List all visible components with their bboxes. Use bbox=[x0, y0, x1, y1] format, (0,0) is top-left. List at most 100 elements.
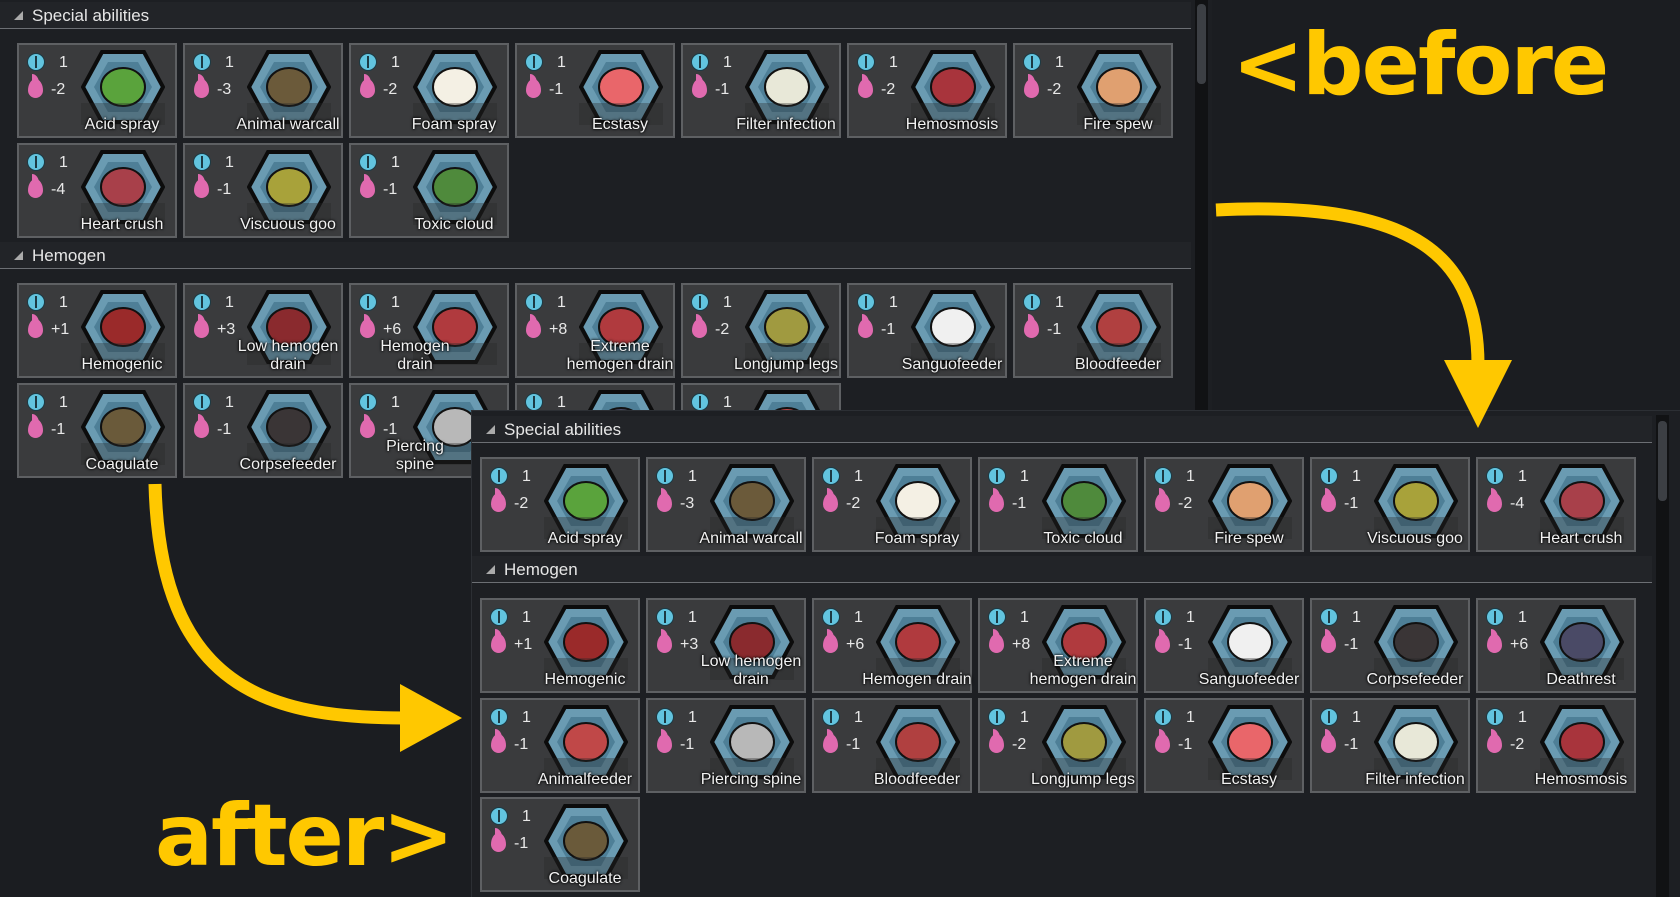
collapse-triangle-icon[interactable] bbox=[486, 425, 495, 434]
complexity-icon bbox=[988, 608, 1006, 626]
metabolism-value: -1 bbox=[383, 420, 398, 438]
gene-card-extreme-hemogen-drain[interactable]: 1+8 Extreme hemogen drain bbox=[515, 283, 675, 378]
gene-card-fire-spew[interactable]: 1-2 Fire spew bbox=[1144, 457, 1304, 552]
metabolism-flame-icon bbox=[1155, 629, 1170, 653]
section-header[interactable]: Special abilities bbox=[0, 2, 1191, 29]
metabolism-flame-icon bbox=[823, 488, 838, 512]
gene-card-corpsefeeder[interactable]: 1-1 Corpsefeeder bbox=[1310, 598, 1470, 693]
metabolism-value: +8 bbox=[1012, 636, 1031, 653]
gene-card-extreme-hemogen-drain[interactable]: 1+8 Extreme hemogen drain bbox=[978, 598, 1138, 693]
gene-card-hemogen-drain[interactable]: 1+6 Hemogen drain bbox=[349, 283, 509, 378]
section-header[interactable]: Special abilities bbox=[472, 416, 1652, 443]
complexity-value: 1 bbox=[59, 294, 68, 311]
arrow-after-pointer bbox=[148, 483, 406, 725]
section-title: Special abilities bbox=[32, 6, 150, 25]
complexity-icon bbox=[1154, 608, 1172, 626]
scrollbar[interactable] bbox=[1656, 415, 1669, 897]
metabolism-value: -1 bbox=[1344, 636, 1359, 653]
complexity-icon bbox=[822, 608, 840, 626]
section-header[interactable]: Hemogen bbox=[472, 556, 1652, 583]
extreme-hemogen-drain-icon bbox=[1042, 605, 1126, 680]
gene-card-hemosmosis[interactable]: 1-2 Hemosmosis bbox=[847, 43, 1007, 138]
scrollbar-thumb[interactable] bbox=[1197, 4, 1206, 84]
gene-card-longjump-legs[interactable]: 1-2 Longjump legs bbox=[978, 697, 1138, 793]
complexity-value: 1 bbox=[1518, 708, 1527, 726]
gene-card-ecstasy[interactable]: 1-1 Ecstasy bbox=[1144, 697, 1304, 793]
scrollbar-thumb[interactable] bbox=[1658, 421, 1667, 501]
complexity-icon bbox=[1023, 293, 1041, 311]
gene-label: Heart crush bbox=[80, 215, 164, 233]
gene-card-acid-spray[interactable]: 1-2 Acid spray bbox=[17, 43, 177, 138]
gene-card-hemogen-drain[interactable]: 1+6 Hemogen drain bbox=[812, 598, 972, 693]
complexity-icon bbox=[1486, 608, 1504, 626]
gene-card-low-hemogen-drain[interactable]: 1+3 Low hemogen drain bbox=[183, 283, 343, 378]
complexity-value: 1 bbox=[59, 54, 68, 71]
gene-card-toxic-cloud[interactable]: 1-1 Toxic cloud bbox=[978, 457, 1138, 552]
gene-card-filter-infection[interactable]: 1-1 Filter infection bbox=[681, 43, 841, 138]
gene-label: Low hemogen drain bbox=[700, 653, 802, 688]
complexity-icon bbox=[1320, 608, 1338, 626]
gene-label: Corpsefeeder bbox=[1366, 671, 1464, 688]
section-header[interactable]: Hemogen bbox=[0, 242, 1191, 269]
metabolism-value: -2 bbox=[1178, 495, 1193, 512]
fire-spew-icon bbox=[1077, 50, 1161, 125]
metabolism-flame-icon bbox=[28, 173, 43, 198]
complexity-value: 1 bbox=[225, 393, 234, 411]
gene-card-toxic-cloud[interactable]: 1-1 Toxic cloud bbox=[349, 142, 509, 238]
metabolism-flame-icon bbox=[491, 629, 506, 653]
gene-card-foam-spray[interactable]: 1-2 Foam spray bbox=[349, 43, 509, 138]
metabolism-flame-icon bbox=[360, 74, 375, 98]
sanguofeeder-icon bbox=[911, 290, 995, 365]
corpsefeeder-icon bbox=[1374, 605, 1458, 680]
scrollbar[interactable] bbox=[1195, 0, 1208, 470]
gene-card-corpsefeeder[interactable]: 1-1 Corpsefeeder bbox=[183, 382, 343, 478]
complexity-icon bbox=[27, 392, 45, 411]
gene-card-filter-infection[interactable]: 1-1 Filter infection bbox=[1310, 697, 1470, 793]
gene-card-coagulate[interactable]: 1-1 Coagulate bbox=[17, 382, 177, 478]
animal-warcall-icon bbox=[247, 50, 331, 125]
collapse-triangle-icon[interactable] bbox=[14, 251, 23, 260]
gene-card-coagulate[interactable]: 1-1 Coagulate bbox=[480, 797, 640, 892]
section-title: Hemogen bbox=[32, 246, 106, 265]
metabolism-value: -1 bbox=[514, 735, 529, 753]
acid-spray-icon bbox=[544, 464, 628, 539]
gene-card-ecstasy[interactable]: 1-1 Ecstasy bbox=[515, 43, 675, 138]
gene-card-foam-spray[interactable]: 1-2 Foam spray bbox=[812, 457, 972, 552]
metabolism-value: +6 bbox=[846, 636, 865, 653]
complexity-value: 1 bbox=[889, 54, 898, 71]
gene-label: Filter infection bbox=[736, 116, 836, 133]
gene-card-low-hemogen-drain[interactable]: 1+3 Low hemogen drain bbox=[646, 598, 806, 693]
metabolism-flame-icon bbox=[858, 314, 873, 338]
gene-card-acid-spray[interactable]: 1-2 Acid spray bbox=[480, 457, 640, 552]
gene-card-bloodfeeder[interactable]: 1-1 Bloodfeeder bbox=[812, 697, 972, 793]
gene-card-deathrest[interactable]: 1+6 Deathrest bbox=[1476, 598, 1636, 693]
collapse-triangle-icon[interactable] bbox=[486, 565, 495, 574]
complexity-icon bbox=[490, 707, 508, 726]
gene-label: Extreme hemogen drain bbox=[566, 338, 674, 373]
gene-card-hemosmosis[interactable]: 1-2 Hemosmosis bbox=[1476, 697, 1636, 793]
collapse-triangle-icon[interactable] bbox=[14, 11, 23, 20]
complexity-icon bbox=[525, 293, 543, 311]
gene-label: Hemosmosis bbox=[905, 116, 999, 133]
low-hemogen-drain-icon bbox=[247, 290, 331, 365]
gene-card-viscuous-goo[interactable]: 1-1 Viscuous goo bbox=[183, 142, 343, 238]
gene-card-heart-crush[interactable]: 1-4 Heart crush bbox=[1476, 457, 1636, 552]
gene-card-bloodfeeder[interactable]: 1-1 Bloodfeeder bbox=[1013, 283, 1173, 378]
complexity-value: 1 bbox=[225, 153, 234, 171]
hemogenic-icon bbox=[81, 290, 165, 365]
gene-card-piercing-spine[interactable]: 1-1 Piercing spine bbox=[646, 697, 806, 793]
gene-card-longjump-legs[interactable]: 1-2 Longjump legs bbox=[681, 283, 841, 378]
gene-card-hemogenic[interactable]: 1+1 Hemogenic bbox=[17, 283, 177, 378]
gene-card-hemogenic[interactable]: 1+1 Hemogenic bbox=[480, 598, 640, 693]
gene-card-sanguofeeder[interactable]: 1-1 Sanguofeeder bbox=[847, 283, 1007, 378]
gene-card-sanguofeeder[interactable]: 1-1 Sanguofeeder bbox=[1144, 598, 1304, 693]
complexity-value: 1 bbox=[854, 609, 863, 626]
gene-card-fire-spew[interactable]: 1-2 Fire spew bbox=[1013, 43, 1173, 138]
gene-card-animal-warcall[interactable]: 1-3 Animal warcall bbox=[183, 43, 343, 138]
gene-card-animalfeeder[interactable]: 1-1 Animalfeeder bbox=[480, 697, 640, 793]
metabolism-flame-icon bbox=[526, 74, 541, 98]
gene-card-animal-warcall[interactable]: 1-3 Animal warcall bbox=[646, 457, 806, 552]
gene-card-viscuous-goo[interactable]: 1-1 Viscuous goo bbox=[1310, 457, 1470, 552]
sanguofeeder-icon bbox=[1208, 605, 1292, 680]
gene-card-heart-crush[interactable]: 1-4 Heart crush bbox=[17, 142, 177, 238]
